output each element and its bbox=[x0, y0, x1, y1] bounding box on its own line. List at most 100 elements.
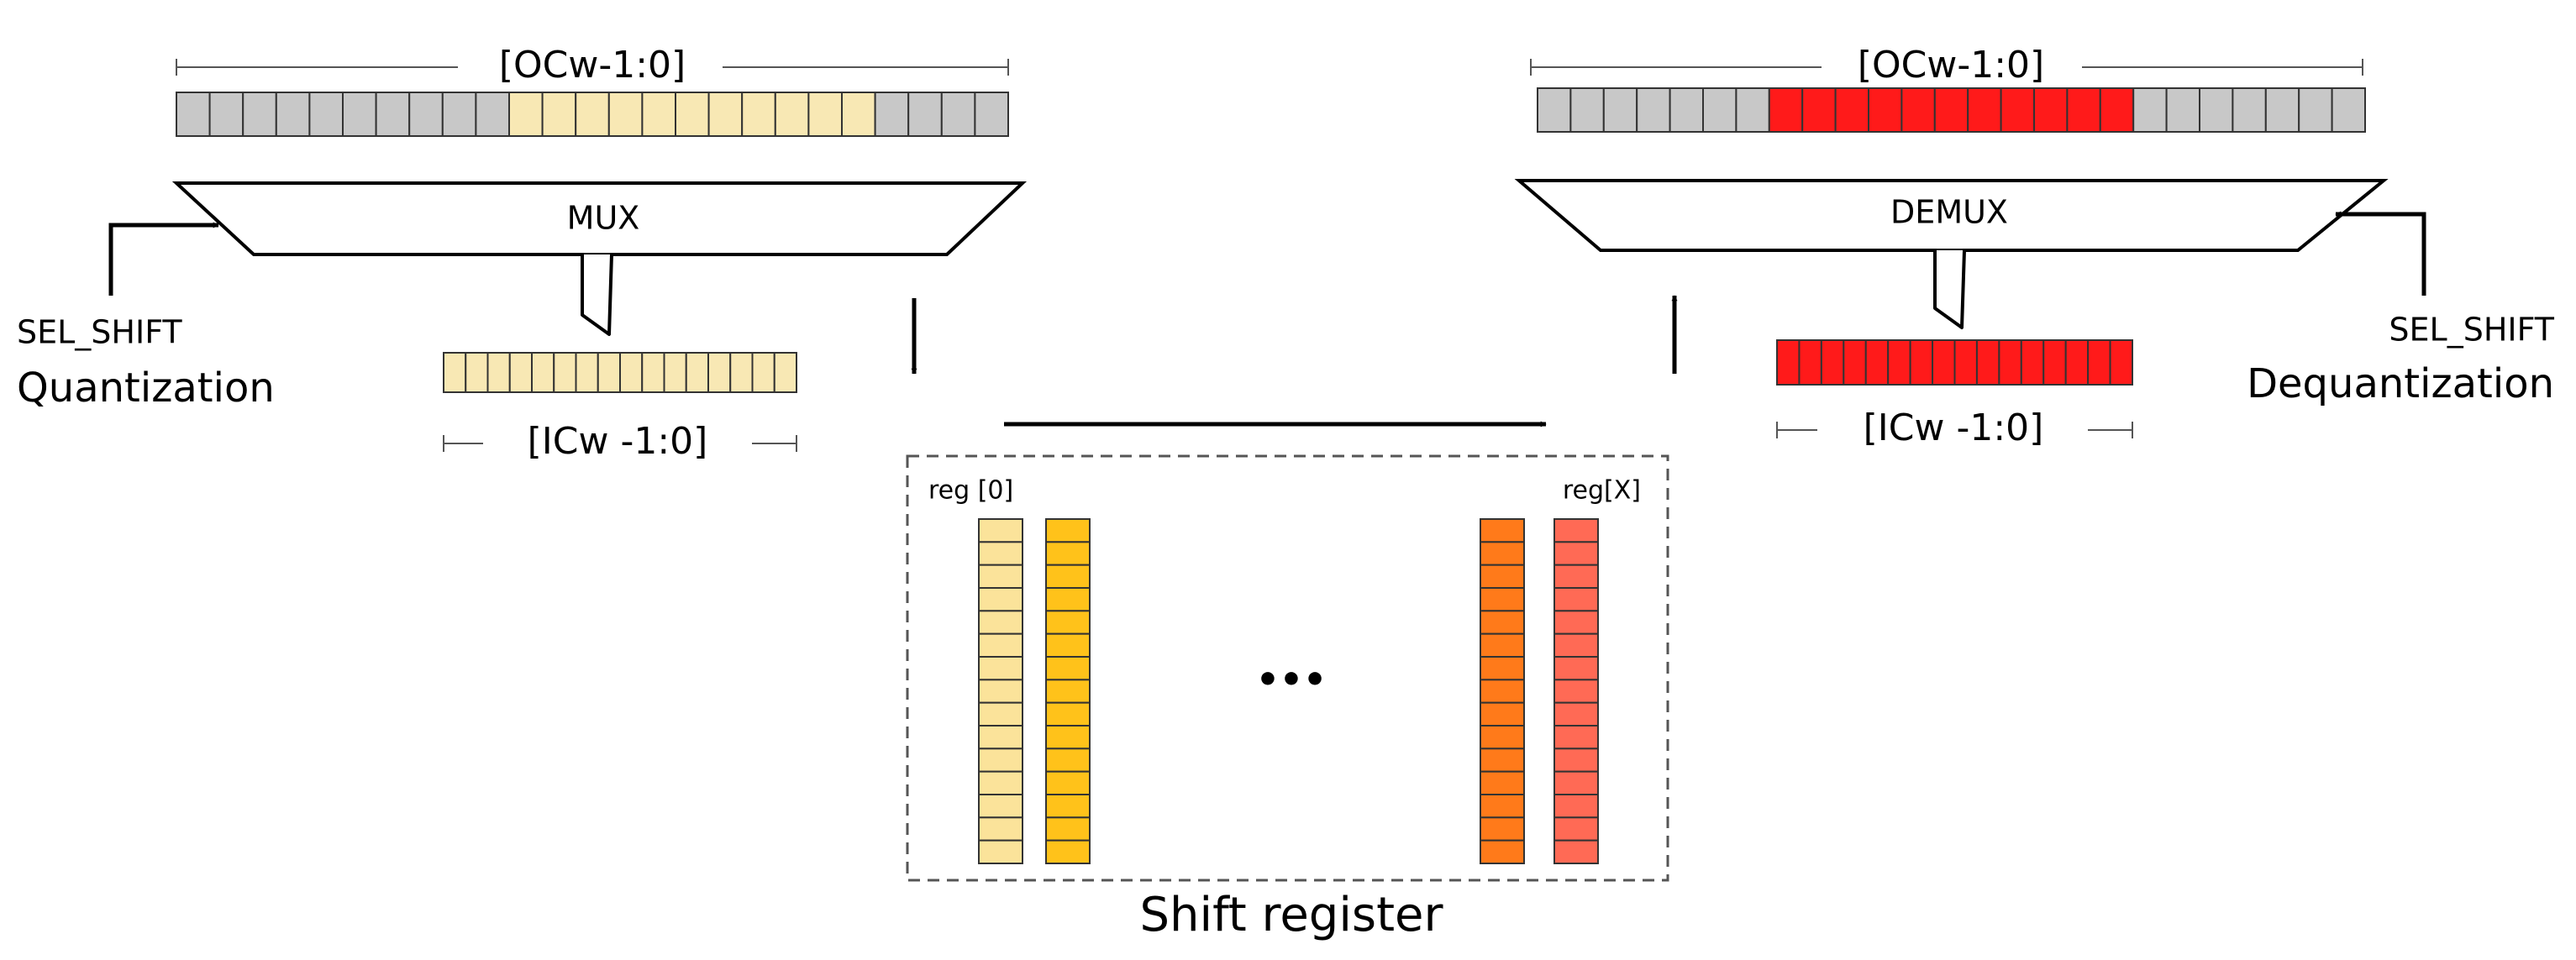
register-cell bbox=[486, 352, 511, 393]
quantization-label: Quantization bbox=[17, 365, 275, 412]
register-cell bbox=[1798, 339, 1822, 386]
shift-register-section: reg [0] reg[X] ••• Shift register bbox=[906, 454, 1669, 942]
register-cell bbox=[751, 352, 775, 393]
shift-register-cell bbox=[1553, 610, 1599, 635]
register-cell bbox=[1932, 339, 1956, 386]
register-cell bbox=[741, 92, 776, 137]
register-cell bbox=[774, 92, 810, 137]
shift-register-cell bbox=[978, 748, 1023, 773]
left-sel-arrow bbox=[108, 222, 219, 296]
register-cell bbox=[375, 92, 411, 137]
register-cell bbox=[575, 352, 599, 393]
register-cell bbox=[2331, 87, 2367, 133]
quantization-section: [OCw-1:0] MUX SEL_SHIFT Quantization [IC… bbox=[17, 44, 1028, 463]
register-cell bbox=[2000, 87, 2036, 133]
demux-block bbox=[1514, 179, 2389, 252]
shift-register-cell bbox=[1480, 656, 1525, 681]
shift-register-cell bbox=[1480, 839, 1525, 865]
register-cell bbox=[1537, 87, 1572, 133]
register-cell bbox=[2020, 339, 2045, 386]
shift-register-cell bbox=[1045, 816, 1091, 842]
register-cell bbox=[342, 92, 377, 137]
register-cell bbox=[308, 92, 344, 137]
left-sel-label: SEL_SHIFT bbox=[17, 314, 182, 351]
mux-output-connector bbox=[581, 254, 613, 336]
register-cell bbox=[1975, 339, 2000, 386]
shift-register-cell bbox=[1480, 770, 1525, 796]
left-bottom-range-bracket bbox=[443, 435, 797, 452]
register-cell bbox=[974, 92, 1010, 137]
shift-register-cell bbox=[1480, 679, 1525, 704]
register-cell bbox=[685, 352, 709, 393]
register-cell bbox=[1998, 339, 2022, 386]
shift-register-cell bbox=[978, 839, 1023, 865]
register-cell bbox=[2232, 87, 2267, 133]
right-top-range-bracket bbox=[1530, 59, 2363, 76]
shift-register-cell bbox=[1045, 541, 1091, 566]
shift-register-cell bbox=[1045, 679, 1091, 704]
dequantization-section: [OCw-1:0] DEMUX SEL_SHIFT Dequantization… bbox=[1514, 44, 2555, 449]
left-bottom-range-label: [ICw -1:0] bbox=[528, 420, 708, 463]
register-cell bbox=[2064, 339, 2090, 386]
shift-register-cell bbox=[978, 656, 1023, 681]
shift-register-cell bbox=[1480, 816, 1525, 842]
register-cell bbox=[641, 92, 677, 137]
shift-register-cell bbox=[978, 794, 1023, 819]
dequantization-label: Dequantization bbox=[2247, 360, 2554, 407]
shift-register-cell bbox=[1045, 587, 1091, 612]
shift-register-cell bbox=[978, 701, 1023, 727]
register-cell bbox=[553, 352, 577, 393]
shift-register-cell bbox=[1480, 701, 1525, 727]
register-cell bbox=[541, 92, 577, 137]
register-cell bbox=[2033, 87, 2069, 133]
right-top-range-label: [OCw-1:0] bbox=[1858, 44, 2044, 87]
shift-register-cell bbox=[1480, 564, 1525, 590]
register-cell bbox=[675, 92, 710, 137]
register-cell bbox=[2042, 339, 2067, 386]
register-cell bbox=[508, 92, 544, 137]
left-output-register bbox=[443, 352, 797, 393]
mux-label: MUX bbox=[567, 200, 640, 237]
register-cell bbox=[2199, 87, 2234, 133]
register-cell bbox=[465, 352, 489, 393]
right-output-register bbox=[1537, 87, 2367, 133]
register-cell bbox=[619, 352, 644, 393]
shift-register-cell bbox=[978, 770, 1023, 796]
shift-register-cell bbox=[1045, 748, 1091, 773]
shift-register-cell bbox=[1553, 748, 1599, 773]
shift-register-cell bbox=[1553, 656, 1599, 681]
register-cell bbox=[1669, 87, 1704, 133]
register-cell bbox=[1735, 87, 1770, 133]
register-cell bbox=[907, 92, 943, 137]
shift-register-cell bbox=[978, 518, 1023, 543]
shift-register-cell bbox=[1045, 632, 1091, 658]
shift-register-cell bbox=[978, 816, 1023, 842]
shift-register-cell bbox=[1480, 541, 1525, 566]
register-cell bbox=[208, 92, 244, 137]
shift-register-cell bbox=[1553, 770, 1599, 796]
register-cell bbox=[707, 352, 732, 393]
left-top-range-bracket bbox=[176, 59, 1009, 76]
register-cell bbox=[597, 352, 621, 393]
register-cell bbox=[176, 92, 211, 137]
shift-register-cell bbox=[1045, 610, 1091, 635]
left-top-range-label: [OCw-1:0] bbox=[499, 44, 686, 87]
shift-register-cell bbox=[978, 725, 1023, 750]
reg-last-label: reg[X] bbox=[1563, 476, 1641, 506]
register-cell bbox=[1864, 339, 1890, 386]
register-cell bbox=[663, 352, 687, 393]
right-bottom-range-bracket bbox=[1776, 422, 2133, 438]
shift-register-cell bbox=[978, 679, 1023, 704]
register-cell bbox=[807, 92, 844, 137]
register-cell bbox=[1834, 87, 1870, 133]
shift-register-cell bbox=[978, 541, 1023, 566]
register-cell bbox=[707, 92, 744, 137]
right-input-register bbox=[1776, 339, 2133, 386]
register-cell bbox=[1569, 87, 1605, 133]
register-cell bbox=[874, 92, 910, 137]
shift-register-cell bbox=[1045, 770, 1091, 796]
shift-register-cell bbox=[1553, 679, 1599, 704]
register-cell bbox=[408, 92, 444, 137]
register-cell bbox=[531, 352, 555, 393]
